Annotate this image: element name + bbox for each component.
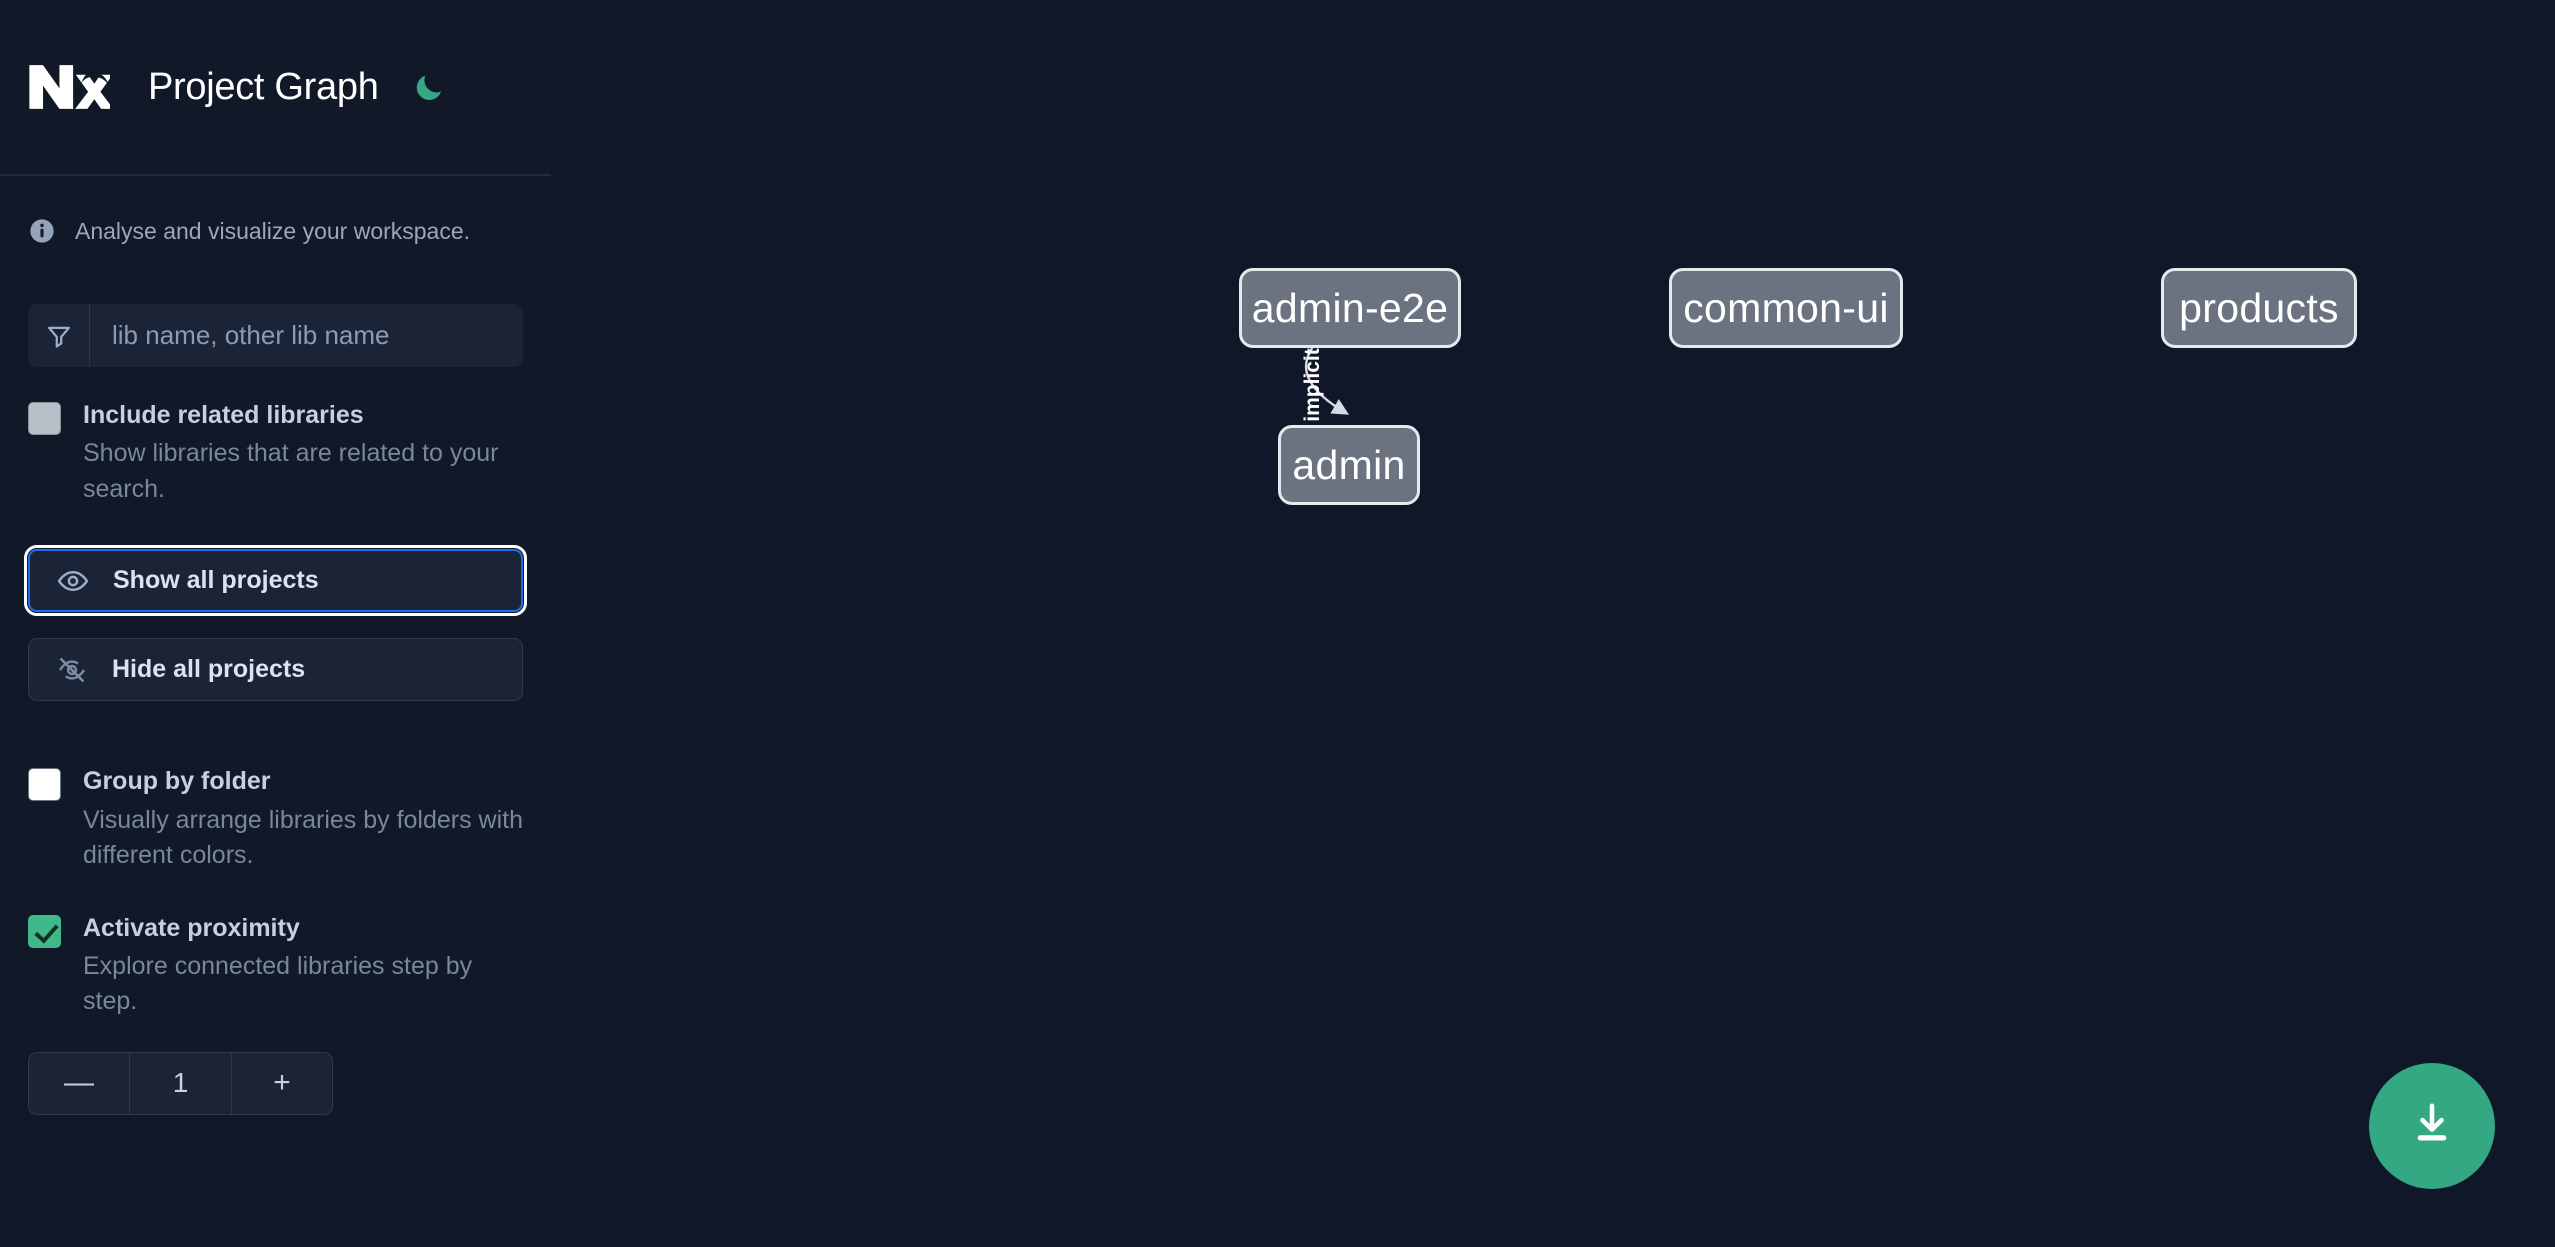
search-input[interactable] — [90, 304, 523, 367]
checkbox-include-related-libraries[interactable]: Include related libraries Show libraries… — [0, 367, 551, 507]
info-icon — [28, 217, 56, 245]
download-icon — [2406, 1098, 2458, 1155]
show-all-projects-button[interactable]: Show all projects — [24, 545, 527, 617]
graph-node-products[interactable]: products — [2161, 268, 2357, 348]
graph-edge-label-admin-e2e-to-admin: implicit — [1301, 347, 1325, 422]
nx-logo-icon — [28, 61, 114, 113]
activate-proximity-description: Explore connected libraries step by step… — [83, 951, 473, 1016]
download-graph-button[interactable] — [2369, 1063, 2495, 1189]
group-by-folder-label: Group by folder — [83, 767, 271, 796]
workspace-info-text: Analyse and visualize your workspace. — [75, 217, 471, 244]
include-related-libraries-label: Include related libraries — [83, 401, 364, 429]
proximity-stepper-row: — 1 + — [0, 1020, 551, 1115]
activate-proximity-label: Activate proximity — [83, 913, 300, 942]
proximity-decrement-button[interactable]: — — [29, 1052, 130, 1114]
graph-node-admin[interactable]: admin — [1278, 425, 1420, 505]
include-related-libraries-checkbox[interactable] — [28, 402, 61, 435]
filter-row — [0, 256, 551, 367]
proximity-increment-button[interactable]: + — [231, 1052, 332, 1114]
graph-node-admin-e2e[interactable]: admin-e2e — [1239, 268, 1461, 348]
search-filter-box[interactable] — [28, 304, 523, 367]
sidebar: Project Graph Analyse and visualize yo — [0, 0, 551, 1247]
hide-all-projects-button[interactable]: Hide all projects — [28, 638, 523, 702]
eye-off-icon — [54, 652, 90, 688]
graph-canvas[interactable]: admin-e2ecommon-uiproductsstore-e2eadmin… — [551, 0, 2555, 1247]
group-by-folder-checkbox[interactable] — [28, 768, 61, 802]
checkbox-group-by-folder[interactable]: Group by folder Visually arrange librari… — [0, 727, 551, 873]
proximity-value: 1 — [172, 1067, 189, 1099]
funnel-filter-icon — [28, 304, 90, 367]
activate-proximity-checkbox[interactable] — [28, 914, 61, 948]
eye-icon — [55, 563, 91, 599]
page-title: Project Graph — [148, 65, 379, 108]
include-related-libraries-description: Show libraries that are related to your … — [83, 439, 499, 503]
group-by-folder-description: Visually arrange libraries by folders wi… — [83, 805, 524, 870]
show-all-projects-label: Show all projects — [113, 566, 319, 595]
checkbox-activate-proximity[interactable]: Activate proximity Explore connected lib… — [0, 874, 551, 1020]
graph-edges — [1304, 347, 1350, 415]
workspace-info: Analyse and visualize your workspace. — [0, 176, 551, 256]
proximity-stepper: — 1 + — [28, 1051, 333, 1115]
hide-all-projects-label: Hide all projects — [112, 655, 306, 684]
sidebar-header: Project Graph — [0, 0, 551, 176]
graph-layer: admin-e2ecommon-uiproductsstore-e2eadmin… — [551, 0, 2555, 1247]
graph-node-common-ui[interactable]: common-ui — [1669, 268, 1903, 348]
visibility-buttons: Show all projects Hide all projects — [0, 507, 551, 702]
moon-icon[interactable] — [409, 67, 449, 107]
